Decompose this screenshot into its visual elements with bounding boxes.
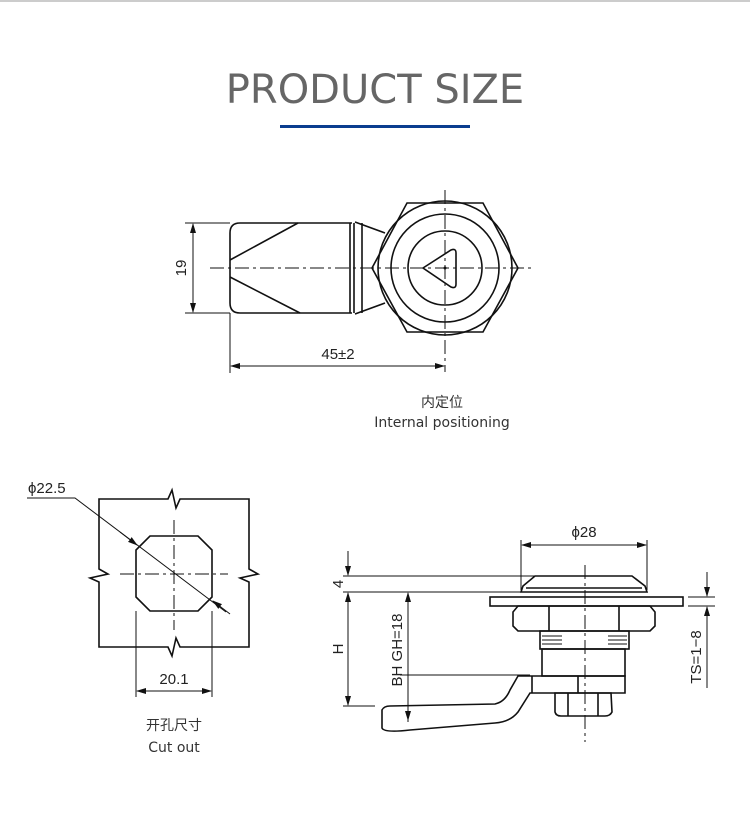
cam-arm — [381, 675, 626, 732]
cutout-hole — [135, 535, 213, 612]
cam-screw-nut — [554, 692, 613, 717]
mount-nut — [512, 605, 656, 632]
side-view-drawing: ϕ28 4 H BH GH=18 TS=1−8 — [330, 524, 715, 742]
dim-bezel-diameter-label: ϕ28 — [571, 524, 596, 541]
page-title: PRODUCT SIZE — [226, 67, 524, 113]
panel-outline — [87, 487, 261, 659]
dim-bh-gh-label: BH GH=18 — [389, 614, 406, 687]
lock-body — [541, 648, 626, 677]
front-view-label-cn: 内定位 — [421, 395, 463, 411]
cutout-label-cn: 开孔尺寸 — [146, 718, 202, 734]
dim-h-label: H — [330, 644, 347, 655]
dim-length-label: 45±2 — [321, 346, 354, 363]
dim-width-label: 20.1 — [159, 671, 188, 688]
title-underline — [280, 125, 470, 128]
front-view-label-en: Internal positioning — [374, 415, 510, 431]
dim-ts-label: TS=1−8 — [688, 630, 705, 683]
bezel — [519, 575, 649, 593]
cutout-label-en: Cut out — [148, 740, 200, 756]
dim-bezel-height-label: 4 — [330, 580, 347, 588]
panel-plate — [489, 596, 684, 607]
dim-diameter-label: ϕ22.5 — [28, 480, 66, 497]
dim-height-label: 19 — [173, 260, 190, 277]
front-view-drawing: 19 45±2 — [173, 190, 535, 373]
cutout-drawing: 20.1 ϕ22.5 — [27, 480, 261, 697]
